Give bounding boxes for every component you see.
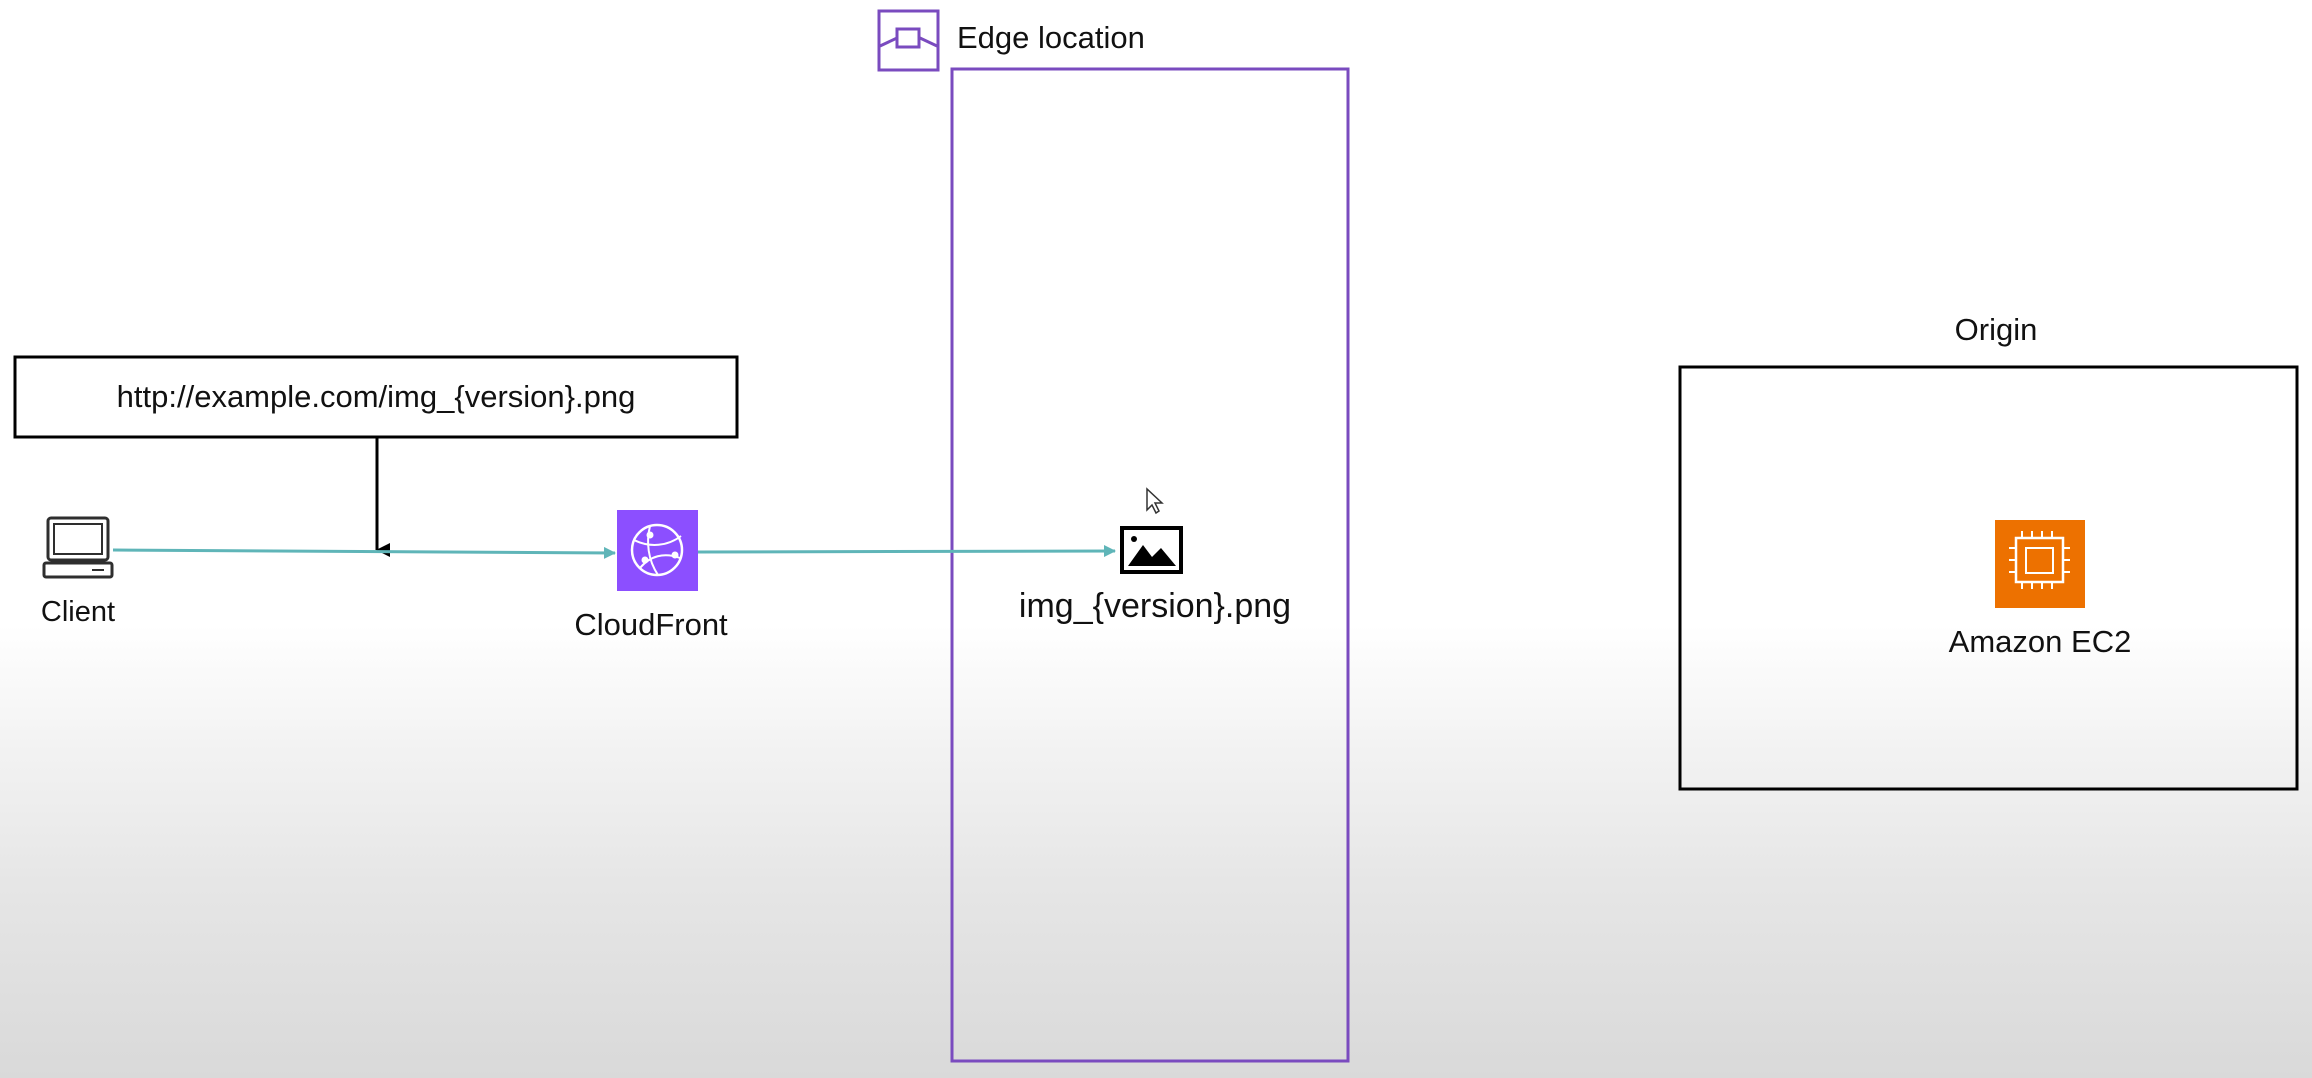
ec2-label: Amazon EC2	[1948, 624, 2132, 659]
edge-location-border	[950, 67, 1350, 1063]
cloudfront-icon	[617, 510, 698, 591]
origin-label: Origin	[1954, 312, 2038, 347]
image-icon	[1120, 526, 1183, 574]
cached-object-label: img_{version}.png	[1018, 587, 1292, 625]
origin-box	[1678, 365, 2299, 791]
client-label: Client	[40, 596, 116, 628]
mouse-cursor-icon	[1146, 487, 1164, 515]
client-to-cloudfront-arrow	[112, 546, 616, 559]
url-text: http://example.com/img_{version}.png	[116, 379, 636, 414]
laptop-icon	[42, 516, 114, 579]
cloudfront-label: CloudFront	[574, 607, 728, 642]
cloudfront-to-edge-arrow	[697, 545, 1116, 558]
edge-location-label: Edge location	[957, 20, 1145, 55]
edge-location-icon	[877, 9, 940, 72]
edge-location-group	[877, 9, 1350, 1063]
url-box	[13, 355, 739, 439]
ec2-icon	[1995, 520, 2085, 608]
